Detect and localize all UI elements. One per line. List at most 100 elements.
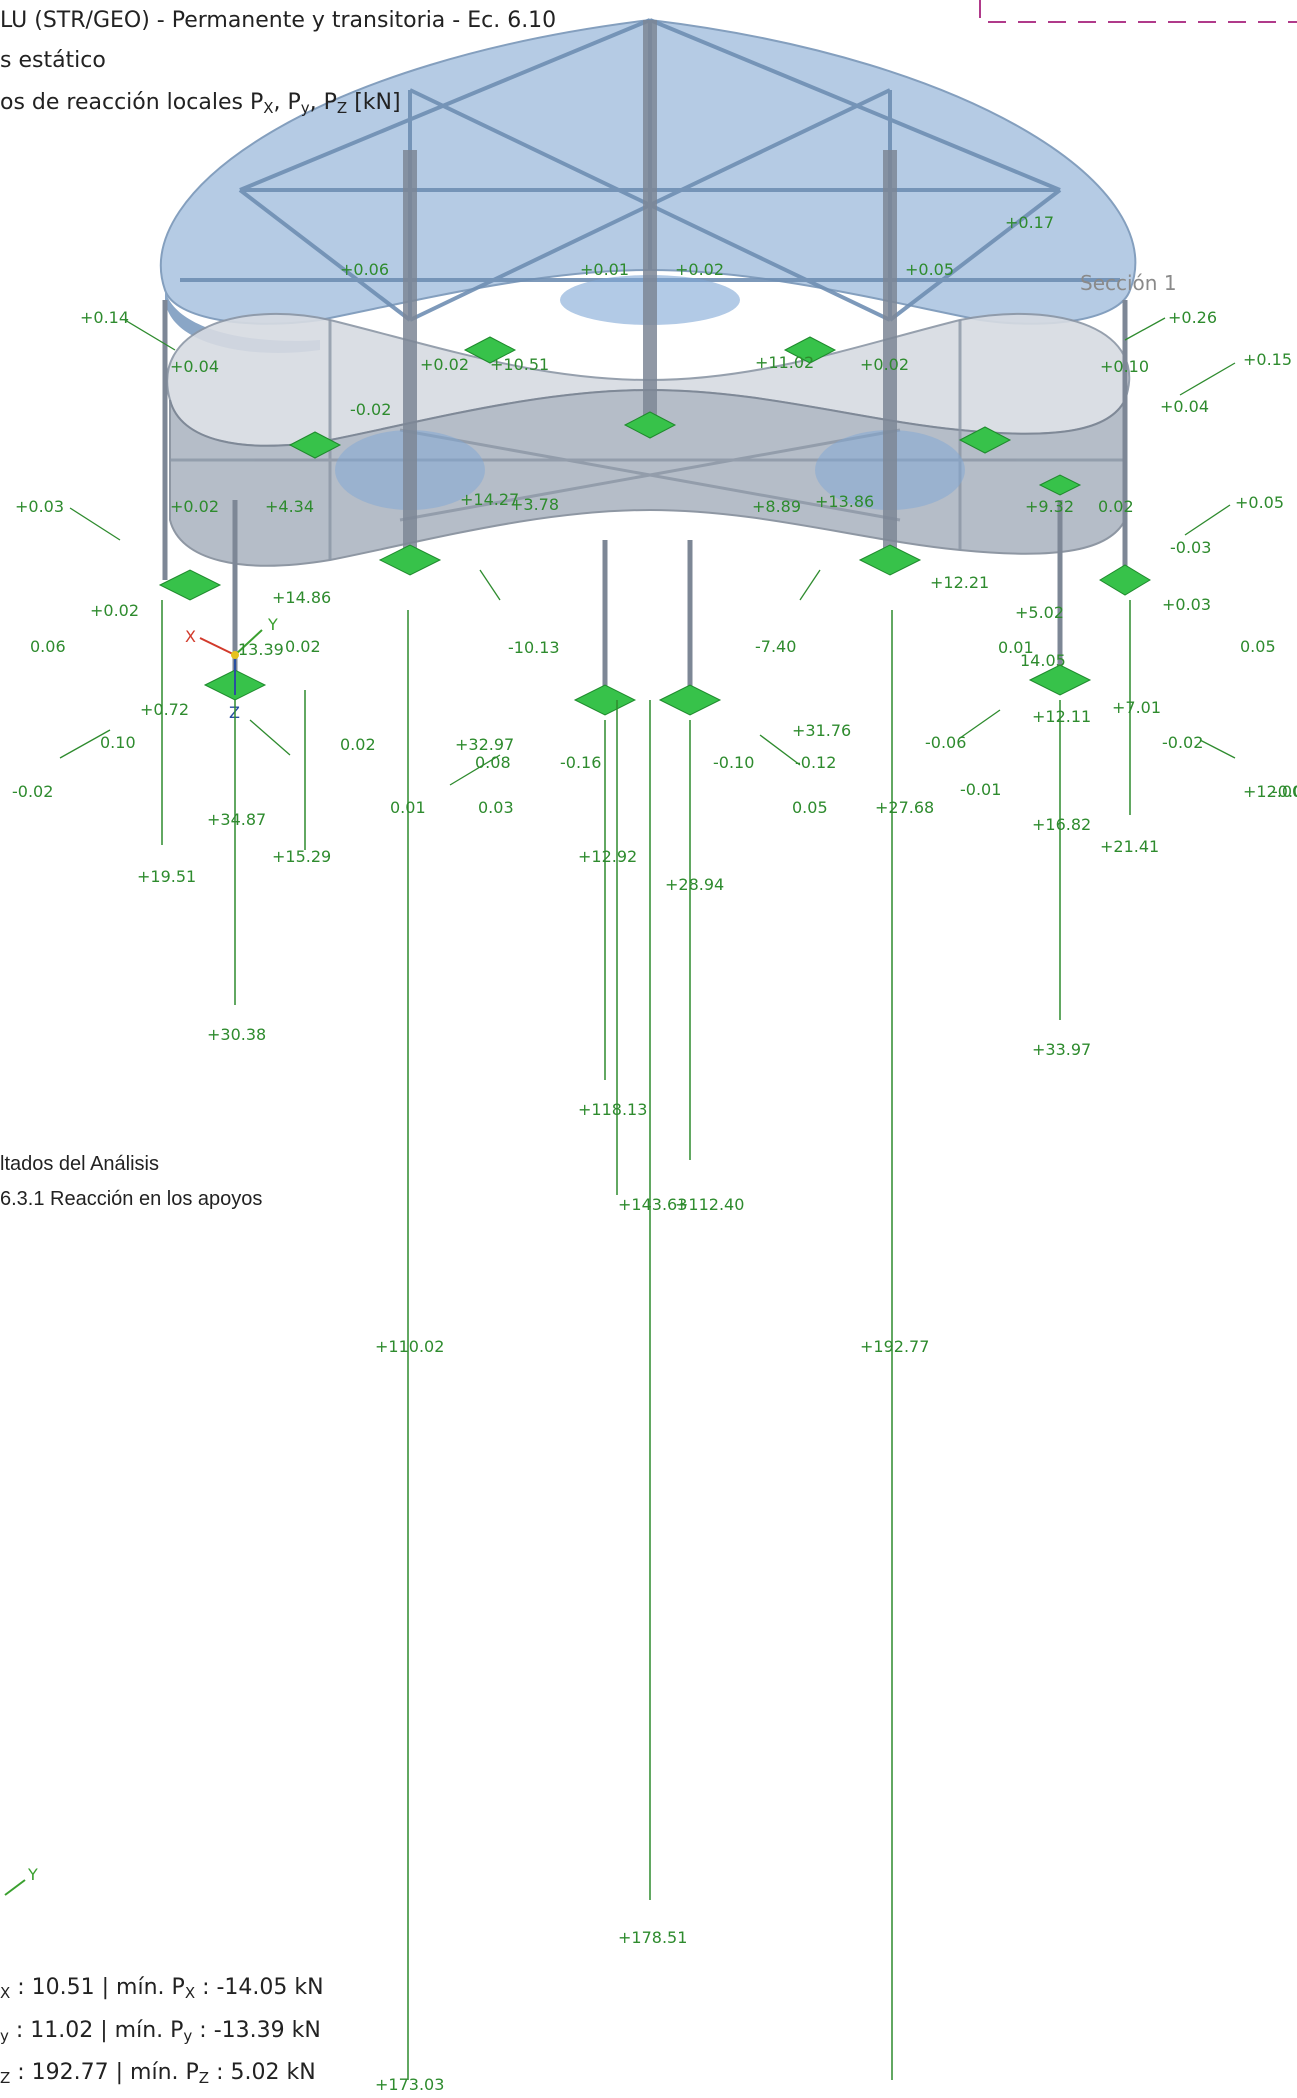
reaction-value-label: +0.72	[140, 700, 189, 719]
local-axis-triad: X Y Z	[185, 615, 278, 722]
reaction-value-label: +32.97	[455, 735, 514, 754]
reaction-value-label: +31.76	[792, 721, 851, 740]
reaction-value-label: -0.02	[1162, 733, 1203, 752]
dashed-frame	[979, 0, 1297, 23]
reaction-value-label: 14.05	[1020, 651, 1066, 670]
analysis-type: s estático	[0, 48, 106, 73]
sub-z: Z	[336, 99, 348, 117]
horizontal-reaction-arrows	[59, 317, 1236, 786]
reaction-value-label: -0.10	[713, 753, 754, 772]
reaction-value-label: -0.01	[960, 780, 1001, 799]
reaction-value-label: -0.02	[350, 400, 391, 419]
reaction-value-label: -0.03	[1170, 538, 1211, 557]
reaction-value-label: +30.38	[207, 1025, 266, 1044]
reaction-value-label: -10.13	[508, 638, 560, 657]
reaction-value-label: -0.02	[12, 782, 53, 801]
reaction-value-label: 0.02	[340, 735, 376, 754]
summary-py-text2: : -13.39 kN	[192, 2018, 321, 2043]
result-type-pre: os de reacción locales P	[0, 90, 264, 115]
reaction-value-label: +0.15	[1243, 350, 1292, 369]
reaction-value-label: 0.02	[1098, 497, 1134, 516]
summary-pz-sub2: Z	[198, 2069, 210, 2087]
legend-axis: Y	[4, 1865, 38, 1896]
reaction-value-label: +28.94	[665, 875, 724, 894]
reaction-value-label: +14.27	[460, 490, 519, 509]
reaction-value-label: +10.51	[490, 355, 549, 374]
reaction-value-label: -7.40	[755, 637, 796, 656]
reaction-value-label: +12.92	[578, 847, 637, 866]
reaction-value-label: +5.02	[1015, 603, 1064, 622]
reaction-value-label: +16.82	[1032, 815, 1091, 834]
reaction-value-label: +143.63	[618, 1195, 687, 1214]
result-type: os de reacción locales PX, Py, PZ [kN]	[0, 90, 401, 117]
reaction-value-label: +0.17	[1005, 213, 1054, 232]
summary-px-text: : 10.51 | mín. P	[10, 1975, 185, 2000]
reaction-value-label: +12.21	[930, 573, 989, 592]
reaction-value-label: -0.12	[795, 753, 836, 772]
load-case-title: LU (STR/GEO) - Permanente y transitoria …	[0, 8, 557, 33]
reaction-value-label: +11.02	[755, 353, 814, 372]
reaction-value-label: 0.05	[792, 798, 828, 817]
summary-px-sub: X	[0, 1984, 11, 2002]
reaction-value-label: 0.05	[1240, 637, 1276, 656]
reaction-value-label: 0.10	[100, 733, 136, 752]
reaction-value-label: +0.05	[1235, 493, 1284, 512]
reaction-value-label: +14.86	[272, 588, 331, 607]
reaction-value-label: +0.26	[1168, 308, 1217, 327]
reaction-value-label: +7.01	[1112, 698, 1161, 717]
reaction-value-label: +21.41	[1100, 837, 1159, 856]
reaction-value-label: +13.86	[815, 492, 874, 511]
sep-1: , P	[273, 90, 301, 115]
reaction-value-label: +0.04	[170, 357, 219, 376]
reaction-value-label: +0.05	[905, 260, 954, 279]
reaction-value-label: +0.03	[15, 497, 64, 516]
reaction-value-label: +0.01	[580, 260, 629, 279]
summary-py: y : 11.02 | mín. Py : -13.39 kN	[0, 2018, 321, 2045]
summary-py-sub2: y	[183, 2027, 193, 2045]
reaction-value-label: +4.34	[265, 497, 314, 516]
reaction-value-label: +0.14	[80, 308, 129, 327]
reaction-value-label: +0.02	[420, 355, 469, 374]
reaction-value-label: +112.40	[675, 1195, 744, 1214]
reaction-value-label: +192.77	[860, 1337, 929, 1356]
results-caption-1: ltados del Análisis	[0, 1153, 159, 1175]
reaction-value-label: +178.51	[618, 1928, 687, 1947]
reaction-value-label: +0.02	[860, 355, 909, 374]
reaction-value-label: +19.51	[137, 867, 196, 886]
reaction-value-label: +15.29	[272, 847, 331, 866]
reaction-value-label: -0.06	[925, 733, 966, 752]
reaction-value-label: +0.02	[170, 497, 219, 516]
reaction-value-label: 0.08	[475, 753, 511, 772]
reaction-value-label: 0.06	[30, 637, 66, 656]
summary-py-sub: y	[0, 2027, 9, 2045]
reaction-value-label: +0.03	[1162, 595, 1211, 614]
sep-2: , P	[309, 90, 337, 115]
summary-px: X : 10.51 | mín. PX : -14.05 kN	[0, 1975, 324, 2002]
reaction-value-label: +118.13	[578, 1100, 647, 1119]
reaction-value-label: -0.05	[1272, 782, 1297, 801]
result-type-post: [kN]	[347, 90, 401, 115]
columns	[403, 20, 897, 560]
reaction-value-label: 13.39	[238, 640, 284, 659]
axis-y-label: Y	[267, 615, 278, 634]
reaction-value-label: 0.02	[285, 637, 321, 656]
summary-pz-text2: : 5.02 kN	[209, 2060, 316, 2085]
reaction-value-label: +9.32	[1025, 497, 1074, 516]
reaction-value-label: +34.87	[207, 810, 266, 829]
reaction-value-label: +3.78	[510, 495, 559, 514]
reaction-value-label: 0.03	[478, 798, 514, 817]
summary-px-text2: : -14.05 kN	[195, 1975, 324, 2000]
reaction-value-label: -0.16	[560, 753, 601, 772]
summary-pz-sub: Z	[0, 2069, 11, 2087]
results-caption-2: 6.3.1 Reacción en los apoyos	[0, 1188, 263, 1210]
summary-py-text: : 11.02 | mín. P	[8, 2018, 184, 2043]
reaction-value-label: +0.06	[340, 260, 389, 279]
reaction-value-label: +110.02	[375, 1337, 444, 1356]
reaction-value-label: +12.00	[1243, 782, 1297, 801]
reaction-value-label: +27.68	[875, 798, 934, 817]
reaction-value-label: +173.03	[375, 2075, 444, 2094]
reaction-value-label: 0.01	[998, 638, 1034, 657]
posts	[162, 300, 1128, 690]
reaction-value-label: +0.02	[675, 260, 724, 279]
